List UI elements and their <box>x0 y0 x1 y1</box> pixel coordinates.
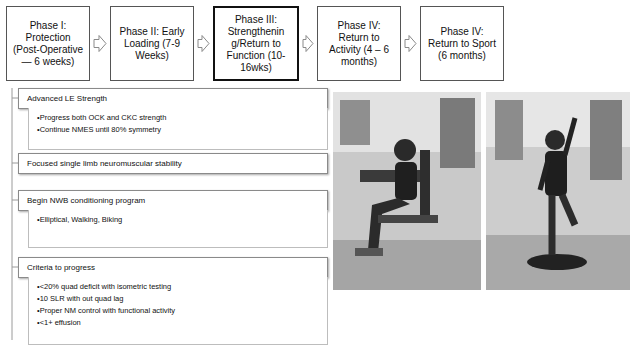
photo-leg-extension <box>333 92 481 290</box>
box-text: Criteria to progress <box>27 263 319 273</box>
flow-arrow <box>94 36 106 52</box>
section-header: Criteria to progress <box>18 257 328 278</box>
phase-box: Phase III: Strengthenin g/Return to Func… <box>213 6 299 81</box>
photo-balance <box>486 92 630 290</box>
bullet-box: •Elliptical, Walking, Biking <box>28 210 328 248</box>
bullet-box: •<20% quad deficit with isometric testin… <box>28 277 328 345</box>
flow-arrow <box>303 36 313 52</box>
box-text: Phase II: Early Loading (7-9 Weeks) <box>115 26 189 62</box>
section-header: Focused single limb neuromuscular stabil… <box>18 153 328 174</box>
bullet-box: •Progress both OCK and CKC strength •Cont… <box>28 108 328 150</box>
bullet-text: •Progress both OCK and CKC strength <box>37 113 319 123</box>
phase-box: Phase IV: Return to Activity (4 – 6 mont… <box>317 6 401 81</box>
box-text: Advanced LE Strength <box>27 94 319 104</box>
box-text: Focused single limb neuromuscular stabil… <box>27 159 319 169</box>
tree-line <box>12 88 13 340</box>
box-text: Phase IV: Return to Sport (6 months) <box>425 26 499 62</box>
box-text: Begin NWB conditioning program <box>27 196 319 206</box>
flow-arrow <box>198 36 209 52</box>
flow-arrow <box>405 36 416 52</box>
bullet-text: •<20% quad deficit with isometric testin… <box>37 282 319 292</box>
bullet-text: •Proper NM control with functional activ… <box>37 306 319 316</box>
box-text: Phase I: Protection (Post-Operative— 6 w… <box>11 20 85 68</box>
bullet-text: •<1+ effusion <box>37 318 319 328</box>
bullet-text: •Continue NMES until 80% symmetry <box>37 125 319 135</box>
phase-box: Phase II: Early Loading (7-9 Weeks) <box>110 6 194 81</box>
phase-box: Phase I: Protection (Post-Operative— 6 w… <box>6 6 90 81</box>
box-text: Phase III: Strengthenin g/Return to Func… <box>219 14 293 74</box>
bullet-text: •Elliptical, Walking, Biking <box>37 215 319 225</box>
section-header: Begin NWB conditioning program <box>18 190 328 211</box>
phase-box: Phase IV: Return to Sport (6 months) <box>420 6 504 81</box>
section-header: Advanced LE Strength <box>18 88 328 109</box>
bullet-text: •10 SLR with out quad lag <box>37 294 319 304</box>
box-text: Phase IV: Return to Activity (4 – 6 mont… <box>322 20 396 68</box>
